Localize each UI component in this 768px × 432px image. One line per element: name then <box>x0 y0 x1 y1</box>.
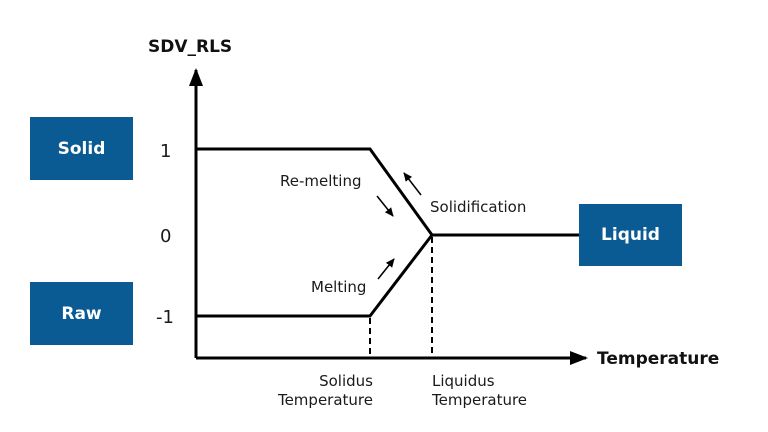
y-axis-title: SDV_RLS <box>148 37 232 57</box>
solidus-label-line1: Solidus <box>319 372 373 390</box>
remelting-arrow <box>376 195 394 217</box>
x-axis-title: Temperature <box>597 349 719 369</box>
liquid-state-label: Liquid <box>601 225 660 245</box>
raw-state-box: Raw <box>30 282 133 345</box>
solidification-label: Solidification <box>430 198 526 216</box>
liquidus-label-line1: Liquidus <box>432 372 495 390</box>
solid-state-box: Solid <box>30 117 133 180</box>
melting-label: Melting <box>311 278 366 296</box>
y-tick-minus-1: -1 <box>156 307 174 328</box>
raw-state-label: Raw <box>61 303 102 324</box>
melting-arrow <box>377 258 395 280</box>
liquidus-label-line2: Temperature <box>431 391 527 409</box>
y-tick-1: 1 <box>160 141 171 162</box>
raw-curve <box>196 234 434 318</box>
remelting-label: Re-melting <box>280 172 361 190</box>
liquid-state-box: Liquid <box>579 204 682 266</box>
y-tick-0: 0 <box>160 226 171 247</box>
solidification-arrow <box>403 172 422 196</box>
solidus-label-line2: Temperature <box>277 391 373 409</box>
solid-state-label: Solid <box>57 138 106 159</box>
solid-curve <box>196 147 434 236</box>
